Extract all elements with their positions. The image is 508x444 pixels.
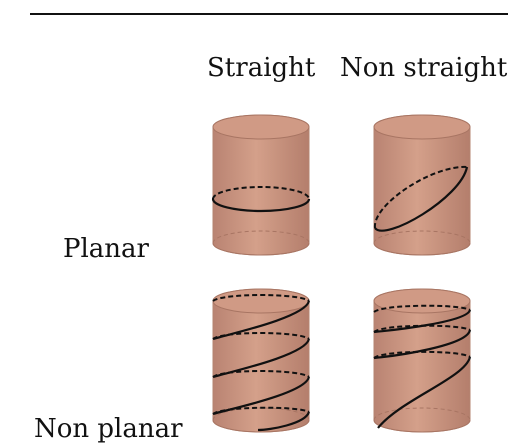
curve-hidden bbox=[212, 406, 310, 415]
curve-hidden bbox=[212, 186, 310, 200]
curve-visible bbox=[374, 166, 469, 232]
curve-visible bbox=[212, 338, 311, 379]
cylinder-non-planar-straight bbox=[212, 288, 311, 433]
top-rule bbox=[30, 13, 508, 15]
curve-visible bbox=[373, 329, 472, 360]
column-header-straight: Straight bbox=[207, 53, 316, 83]
cylinder-planar-straight bbox=[211, 114, 311, 256]
curve-hidden bbox=[212, 370, 310, 378]
row-label-non-planar: Non planar bbox=[34, 414, 183, 444]
curve-visible bbox=[212, 376, 311, 416]
curve-visible bbox=[373, 309, 472, 334]
curve-visible bbox=[212, 300, 311, 341]
cylinder-planar-non-straight bbox=[373, 114, 471, 256]
row-label-planar: Planar bbox=[63, 234, 149, 264]
curve-hidden bbox=[212, 294, 310, 302]
curve-hidden bbox=[373, 304, 471, 313]
curve-hidden bbox=[373, 324, 471, 333]
column-header-non-straight: Non straight bbox=[340, 53, 508, 83]
curve-hidden bbox=[212, 332, 310, 340]
curve-hidden bbox=[373, 350, 471, 359]
curve-visible bbox=[377, 356, 472, 429]
curve-hidden bbox=[373, 165, 468, 229]
cylinder-non-planar-non-straight bbox=[373, 288, 472, 433]
curve-visible bbox=[257, 411, 311, 432]
curve-visible bbox=[211, 198, 311, 213]
